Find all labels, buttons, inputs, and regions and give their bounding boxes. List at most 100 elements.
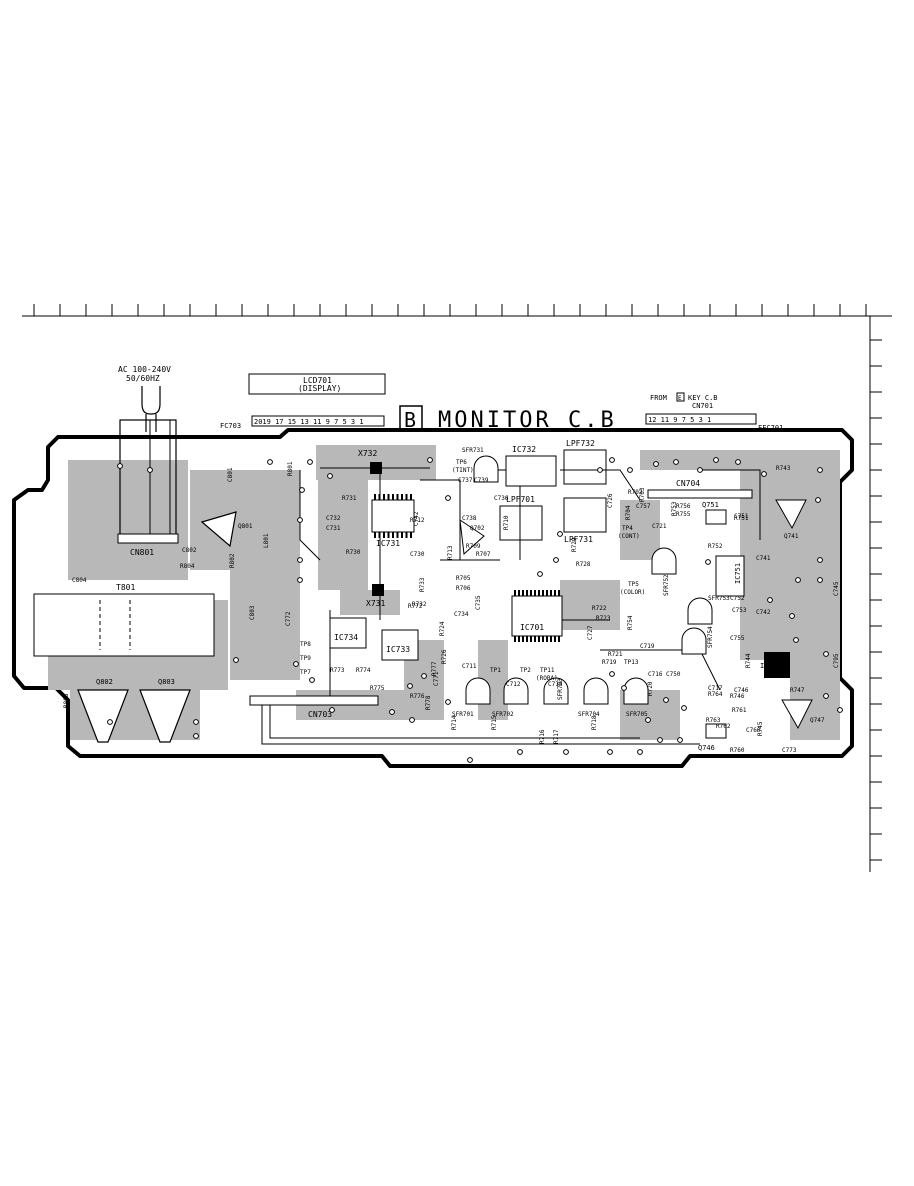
sfr752-label: SFR752: [663, 574, 670, 596]
sfr705-label: SFR705: [626, 711, 648, 718]
sfr753-label: SFR753: [708, 595, 730, 602]
via-hole: [761, 471, 767, 477]
via-hole: [609, 457, 615, 463]
sfr754-trimmer: [681, 627, 707, 655]
via-hole: [597, 467, 603, 473]
via-hole: [553, 557, 559, 563]
r743-label: R743: [776, 465, 791, 472]
tp5-label: TP5: [628, 581, 639, 588]
ic-pin: [392, 494, 394, 500]
sfr754-label: SFR754: [707, 626, 714, 648]
ic-pin: [558, 590, 560, 596]
c716-label: C716: [648, 671, 663, 678]
ic-pin: [522, 590, 524, 596]
q803-transistor: [139, 689, 191, 743]
ic-pin: [401, 532, 403, 538]
ic-pin: [554, 590, 556, 596]
via-hole: [817, 577, 823, 583]
r762-label: R762: [716, 723, 731, 730]
ic-pin: [392, 532, 394, 538]
ic-pin: [514, 590, 516, 596]
ic-pin: [546, 636, 548, 642]
r761-label: R761: [732, 707, 747, 714]
r760-label: R760: [730, 747, 745, 754]
sfr731-trimmer: [473, 455, 499, 483]
via-hole: [627, 467, 633, 473]
sfr701-trimmer: [465, 677, 491, 705]
c727-label: C727: [587, 625, 594, 640]
ic-pin: [396, 532, 399, 538]
tp9-label: TP9: [300, 655, 311, 662]
via-hole: [609, 671, 615, 677]
ic731-chip: [371, 499, 415, 533]
q747-label: Q747: [810, 717, 825, 724]
via-hole: [823, 651, 829, 657]
r772-label: R772: [408, 603, 423, 610]
r707-label: R707: [476, 551, 491, 558]
ic733-label: IC733: [386, 645, 410, 654]
ic741-label: IC741: [760, 662, 781, 670]
r754-label: R754: [627, 615, 634, 630]
sfr702-label: SFR702: [492, 711, 514, 718]
r744-label: R744: [745, 653, 752, 668]
via-hole: [815, 497, 821, 503]
ffc701-connector: [645, 413, 757, 425]
r752-label: R752: [708, 543, 723, 550]
lpf731-filter: [563, 497, 607, 533]
lcd701-sublabel: (DISPLAY): [298, 384, 341, 393]
via-hole: [467, 757, 473, 763]
via-hole: [193, 733, 199, 739]
via-hole: [293, 661, 299, 667]
via-hole: [705, 559, 711, 565]
r775-label: R775: [370, 685, 385, 692]
ac-input-label: AC 100-240V: [118, 365, 171, 374]
c737-label: C737: [458, 477, 473, 484]
lpf701-filter: [499, 505, 543, 541]
fc703-label: FC703: [220, 422, 241, 430]
c713-label: C713: [548, 681, 563, 688]
via-hole: [677, 737, 683, 743]
q747-transistor: [781, 699, 813, 730]
lpf732-filter: [563, 449, 607, 485]
r751-label: R751: [734, 515, 749, 522]
r778-label: R778: [425, 695, 432, 710]
q802-label: Q802: [96, 678, 113, 686]
r704-label: R704: [625, 505, 632, 520]
r753-label: R753: [671, 501, 678, 516]
c746-label: C746: [734, 687, 749, 694]
ic-pin: [401, 494, 403, 500]
via-hole: [147, 467, 153, 473]
r714-label: R714: [451, 715, 458, 730]
cn801-label: CN801: [130, 548, 154, 557]
q802-transistor: [77, 689, 129, 743]
r802-label: R802: [229, 553, 236, 568]
sfr703-label: SFR703: [557, 678, 564, 700]
sfr704-trimmer: [583, 677, 609, 705]
ic-pin: [387, 532, 390, 538]
sfr752-trimmer: [651, 547, 677, 575]
sfr705-trimmer: [623, 677, 649, 705]
ic-pin: [374, 494, 376, 500]
r724-label: R724: [439, 621, 446, 636]
c738-label: C738: [462, 515, 477, 522]
c755-label: C755: [730, 635, 745, 642]
r723-label: R723: [596, 615, 611, 622]
tp8-label: TP8: [300, 641, 311, 648]
ic732-chip: [505, 455, 557, 487]
ic-pin: [534, 636, 536, 642]
key-mark-box: [676, 392, 685, 402]
q746-label: Q746: [698, 744, 715, 752]
c773-label: C773: [782, 747, 797, 754]
r716-label: R716: [539, 729, 546, 744]
c757-label: C757: [636, 503, 651, 510]
ic-pin: [378, 532, 381, 538]
via-hole: [557, 531, 563, 537]
r706-label: R706: [456, 585, 471, 592]
r756-label: R756: [676, 503, 691, 510]
lpf732-label: LPF732: [566, 439, 595, 448]
via-hole: [407, 683, 413, 689]
ic751-chip: [715, 555, 745, 597]
t801-transformer: [33, 593, 215, 657]
r747-label: R747: [790, 687, 805, 694]
q803-label: Q803: [158, 678, 175, 686]
